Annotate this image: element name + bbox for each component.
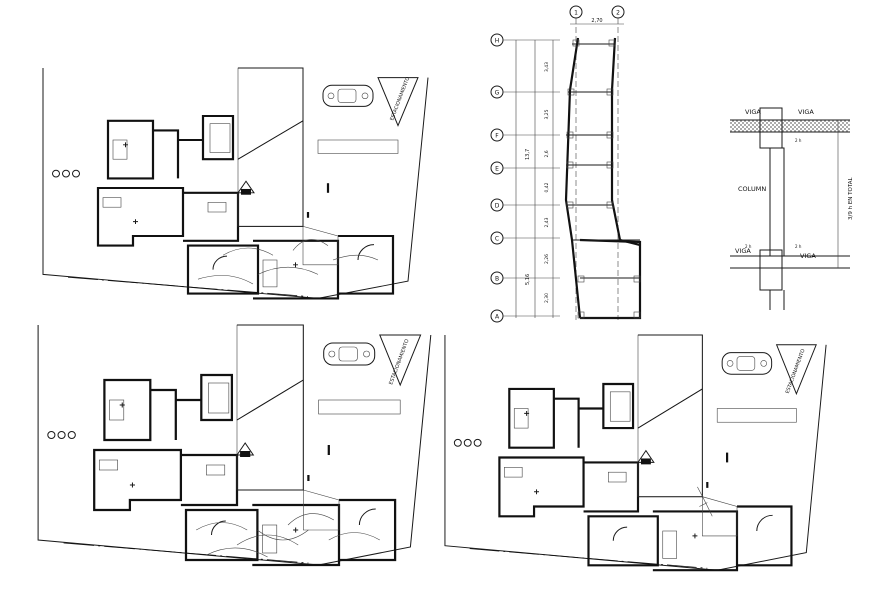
dim-label: 2 h — [795, 244, 802, 249]
axis-label: E — [495, 166, 499, 173]
axis-label: A — [495, 314, 500, 321]
parking-label: ESTACIONAMIENTO — [785, 348, 807, 394]
axis-label: C — [495, 236, 499, 243]
floor-plan-upper: ESTACIONAMIENTO — [41, 66, 430, 300]
axis-label: 2 — [616, 10, 620, 17]
rebar-note: 3/9 h EN TOTAL — [848, 176, 854, 220]
viga-label: VIGA — [735, 247, 751, 255]
viga-label: VIGA — [745, 108, 761, 116]
floor-plan-middle: ESTACIONAMIENTO — [36, 323, 432, 567]
lower-total-dimension: 5,16 — [525, 274, 531, 285]
axis-label: G — [495, 90, 500, 97]
axis-label: 1 — [574, 10, 578, 17]
viga-label: VIGA — [800, 252, 816, 260]
floor-plan-lower: ESTACIONAMIENTO — [443, 333, 828, 572]
structural-elevation: 1 2 2,70 H G F E D C B A 3,43 3,25 2,6 0,42 2,43 2,26… — [490, 5, 642, 323]
column-label: COLUMN — [738, 185, 766, 193]
parking-label: ESTACIONAMIENTO — [389, 76, 411, 121]
dim-label: 2 h — [745, 244, 752, 249]
segment-dimension: 0,42 — [544, 182, 550, 192]
segment-dimension: 2,43 — [544, 217, 550, 227]
parking-label: ESTACIONAMIENTO — [388, 338, 410, 385]
column-detail: VIGA VIGA VIGA VIGA COLUMN 3/9 h EN TOTA… — [730, 107, 854, 310]
axis-label: H — [495, 38, 500, 45]
segment-dimension: 3,43 — [544, 62, 550, 72]
total-dimension: 13,7 — [525, 149, 531, 160]
top-dimension: 2,70 — [591, 18, 602, 24]
segment-dimension: 2,6 — [544, 150, 550, 157]
dim-label: 2 h — [795, 138, 802, 143]
axis-label: D — [495, 203, 500, 210]
axis-label: B — [495, 276, 499, 283]
axis-label: F — [495, 133, 499, 140]
segment-dimension: 3,25 — [544, 109, 550, 119]
segment-dimension: 2,30 — [544, 293, 550, 303]
segment-dimension: 2,26 — [544, 254, 550, 264]
viga-label: VIGA — [798, 108, 814, 116]
